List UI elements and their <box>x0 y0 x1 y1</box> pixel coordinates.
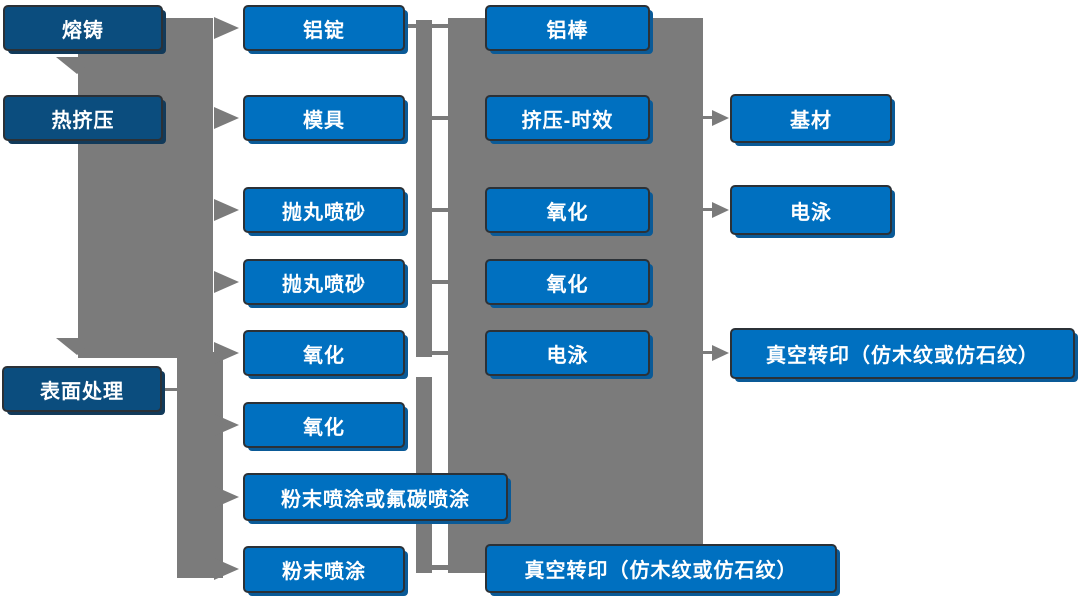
node-vacuum-transfer-right: 真空转印（仿木纹或仿石纹） <box>730 328 1075 379</box>
node-label: 铝棒 <box>546 19 589 42</box>
node-label: 粉末喷涂 <box>282 561 366 583</box>
node-aluminum-ingot: 铝锭 <box>243 5 405 51</box>
connector-stub-surface-treatment <box>162 388 178 391</box>
node-oxidation-1: 氧化 <box>243 330 405 376</box>
node-label: 抛丸喷砂 <box>282 273 366 296</box>
connector-mid-bar-upper <box>416 20 432 357</box>
node-melting-casting: 熔铸 <box>3 5 163 51</box>
node-electrophoresis-1: 电泳 <box>485 330 650 376</box>
arrow-head-to-substrate <box>712 110 729 126</box>
connector-stub-row1 <box>408 24 448 28</box>
arrow-right-to-oxidation-1 <box>214 342 239 364</box>
node-mold: 模具 <box>243 95 405 141</box>
node-label: 氧化 <box>303 344 345 367</box>
arrow-head-to-electrophoresis <box>712 202 729 218</box>
node-substrate: 基材 <box>730 94 892 143</box>
arrow-right-to-shot-blasting-1 <box>214 199 239 221</box>
node-label: 氧化 <box>303 416 345 439</box>
node-shot-blasting-sandblasting-2: 抛丸喷砂 <box>243 259 405 305</box>
arrow-down-melting-to-extrusion <box>56 57 98 74</box>
node-powder-or-fluorocarbon-coating: 粉末喷涂或氟碳喷涂 <box>243 473 508 521</box>
node-oxidation-2: 氧化 <box>243 402 405 448</box>
connector-left-narrow-band <box>177 352 223 578</box>
connector-stub-row4 <box>416 280 448 284</box>
node-oxidation-4: 氧化 <box>485 259 650 305</box>
node-aluminum-rod: 铝棒 <box>485 5 650 51</box>
connector-stub-bottom <box>431 565 453 570</box>
node-label: 基材 <box>790 110 832 132</box>
node-label: 热挤压 <box>51 109 115 132</box>
node-label: 铝锭 <box>303 19 345 42</box>
node-label: 模具 <box>303 109 345 132</box>
node-extrusion-aging: 挤压-时效 <box>485 95 650 141</box>
node-label: 氧化 <box>546 201 589 224</box>
arrow-right-to-powder-or-fluorocarbon <box>214 486 239 508</box>
arrow-right-to-mold <box>214 107 239 129</box>
arrow-tail-to-electrophoresis <box>701 208 714 211</box>
node-label: 熔铸 <box>62 19 104 42</box>
connector-stub-row3 <box>416 208 448 212</box>
arrow-down-to-surface-treatment <box>56 338 98 355</box>
node-label: 抛丸喷砂 <box>282 201 366 224</box>
node-oxidation-3: 氧化 <box>485 187 650 233</box>
node-vacuum-transfer-bottom: 真空转印（仿木纹或仿石纹） <box>485 544 837 593</box>
arrow-right-to-oxidation-2 <box>214 414 239 436</box>
node-label: 电泳 <box>790 201 832 224</box>
arrow-tail-to-substrate <box>701 116 714 119</box>
arrow-right-to-aluminum-ingot <box>214 17 239 39</box>
node-powder-coating: 粉末喷涂 <box>243 546 405 593</box>
connector-left-wide-band <box>78 18 213 358</box>
node-shot-blasting-sandblasting-1: 抛丸喷砂 <box>243 187 405 233</box>
node-label: 真空转印（仿木纹或仿石纹） <box>524 560 798 582</box>
node-label: 挤压-时效 <box>521 109 614 132</box>
node-label: 真空转印（仿木纹或仿石纹） <box>766 345 1039 367</box>
arrow-head-to-vacuum-transfer <box>712 345 729 361</box>
arrow-right-to-powder-coating <box>214 558 239 580</box>
arrow-right-to-shot-blasting-2 <box>214 271 239 293</box>
node-label: 表面处理 <box>40 380 124 403</box>
node-surface-treatment: 表面处理 <box>2 366 162 412</box>
node-hot-extrusion: 热挤压 <box>3 95 163 141</box>
node-label: 电泳 <box>546 344 589 367</box>
arrow-tail-to-vacuum-transfer <box>701 351 714 354</box>
node-label: 氧化 <box>546 273 589 296</box>
connector-stub-row2 <box>416 116 448 120</box>
node-electrophoresis-2: 电泳 <box>730 185 892 235</box>
connector-stub-row5 <box>416 351 448 355</box>
node-label: 粉末喷涂或氟碳喷涂 <box>281 488 470 511</box>
